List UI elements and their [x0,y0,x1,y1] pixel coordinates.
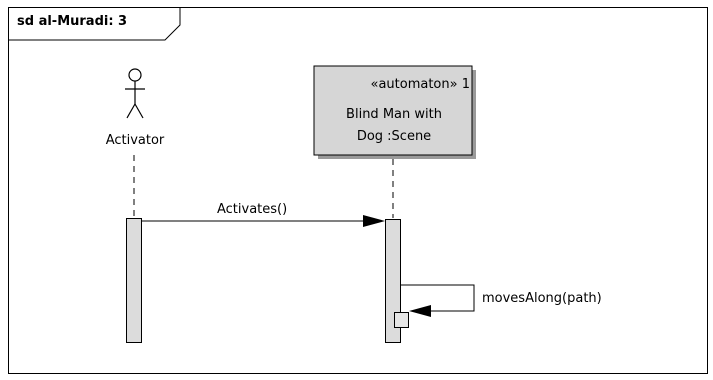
actor-activation-bar[interactable] [126,218,142,343]
actor-stick-figure [125,68,145,119]
moves-along-message-line[interactable] [401,284,475,312]
frame-title-tab [9,8,181,41]
object-box[interactable] [313,65,473,156]
frame-title: sd al-Muradi: 3 [17,14,128,29]
activates-arrowhead [363,215,385,227]
actor-label: Activator [105,133,165,148]
moves-along-arrowhead [409,305,431,317]
object-activation-bar[interactable] [385,219,401,343]
nested-activation-bar[interactable] [394,312,409,328]
activates-message-label: Activates() [217,202,288,217]
object-stereotype: «automaton» 1 [370,77,471,92]
object-name-line2: Dog :Scene [356,129,432,144]
moves-along-message-label: movesAlong(path) [482,291,602,306]
object-name-line1: Blind Man with [346,107,442,122]
diagram-frame [8,7,708,374]
